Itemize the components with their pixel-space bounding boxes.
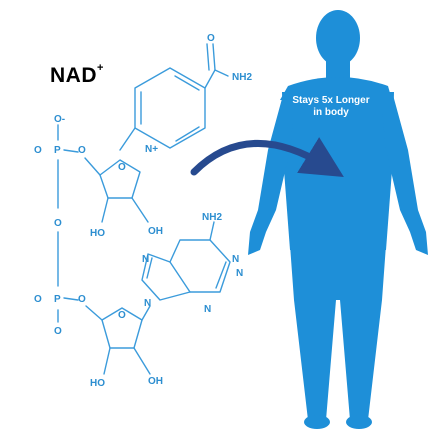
- o-p1b-label: O: [78, 145, 86, 156]
- p2-label: P: [54, 294, 61, 305]
- o-p2c-label: O: [54, 326, 62, 337]
- oh2-label: OH: [148, 376, 163, 387]
- o-ring1-label: O: [118, 162, 126, 173]
- nh2-amide-label: NH2: [232, 72, 252, 83]
- n-a4-label: N: [204, 304, 211, 315]
- n-a2-label: N: [232, 254, 239, 265]
- callout-line2: in body: [313, 107, 349, 118]
- upper-ribose: [57, 124, 149, 223]
- ho2-label: HO: [90, 378, 105, 389]
- nad-title: NAD+: [50, 62, 104, 88]
- o-carbonyl-label: O: [207, 33, 215, 44]
- callout-line1: Stays 5x Longer: [292, 95, 370, 106]
- o-ring2-label: O: [118, 310, 126, 321]
- title-text: NAD: [50, 64, 97, 87]
- nh2-adenine-label: NH2: [202, 212, 222, 223]
- adenine-ring: [141, 221, 231, 301]
- ho1-label: HO: [90, 228, 105, 239]
- nicotinamide-ring: [119, 43, 229, 151]
- curved-arrow-icon: [190, 137, 344, 177]
- o-p2b-label: O: [78, 294, 86, 305]
- oh1-label: OH: [148, 226, 163, 237]
- n-a1-label: N: [142, 254, 149, 265]
- o-minus-label: O-: [54, 114, 65, 125]
- stays-longer-callout: Stays 5x Longer in body: [268, 95, 394, 119]
- n-a3-label: N: [236, 268, 243, 279]
- o-p2-label: O: [34, 294, 42, 305]
- lower-ribose: [57, 231, 151, 375]
- o-p1-label: O: [34, 145, 42, 156]
- p1-label: P: [54, 145, 61, 156]
- human-body-silhouette: [248, 10, 428, 429]
- o-bridge-label: O: [54, 218, 62, 229]
- n-a5-label: N: [144, 298, 151, 309]
- n-plus-label: N+: [145, 144, 158, 155]
- title-charge: +: [97, 62, 104, 74]
